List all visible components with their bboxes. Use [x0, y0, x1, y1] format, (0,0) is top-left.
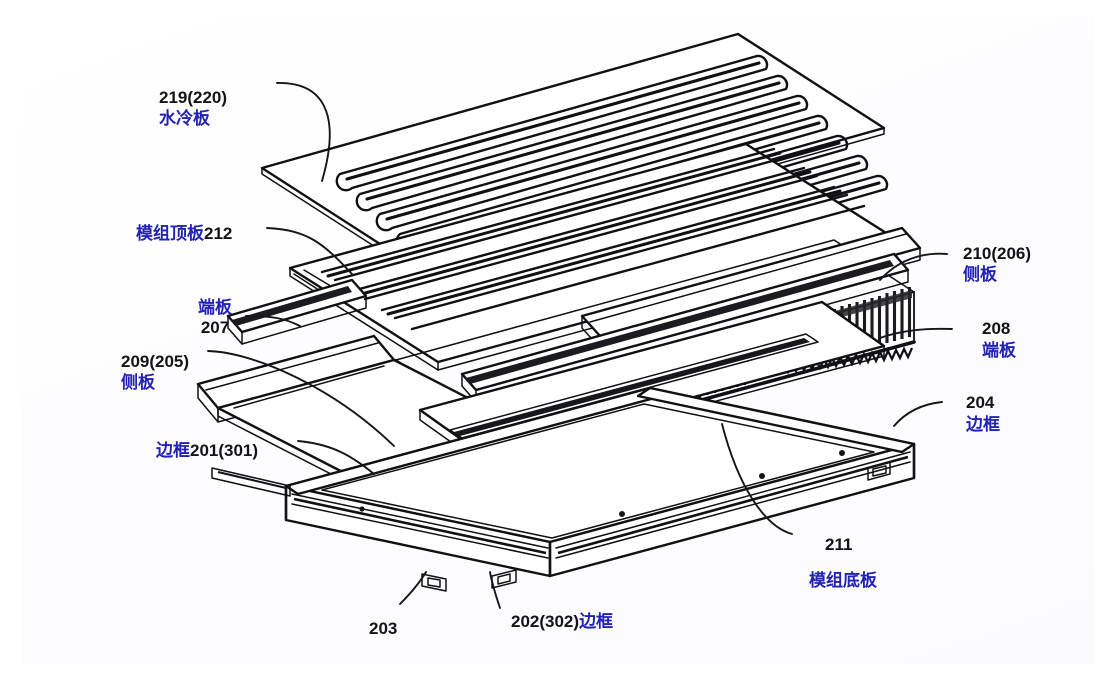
callout-chinese: 水冷板 [159, 109, 210, 130]
callout-number: 204 [966, 393, 995, 412]
callout-chinese: 端板 [198, 298, 232, 318]
callout-chinese: 端板 [982, 341, 1016, 362]
drawing-surface: .ln{fill:none;stroke:#111114;stroke-line… [22, 16, 1094, 664]
callout-chinese: 边框 [579, 612, 614, 632]
callout-frame-201: 边框201(301) [156, 441, 258, 461]
callout-side-plate-209: 209(205) 侧板 [121, 352, 189, 393]
leader-lines [207, 82, 953, 609]
callout-number: 203 [369, 619, 398, 638]
callout-side-plate-210: 210(206) 侧板 [963, 244, 1031, 285]
leader-209 [207, 350, 395, 447]
frame-tray-part [211, 386, 916, 592]
callout-module-top-plate: 模组顶板212 [136, 224, 232, 244]
callout-corner-203: 203 [369, 619, 397, 639]
callout-end-plate-208: 208 端板 [968, 319, 1016, 361]
callout-water-cooling-plate: 219(220) 水冷板 [159, 88, 227, 129]
callout-chinese: 边框 [156, 441, 190, 461]
callout-chinese: 侧板 [121, 373, 155, 394]
callout-number: 219(220) [159, 88, 228, 107]
callout-number: 209(205) [121, 352, 190, 371]
callout-end-plate-207: 端板 207 [198, 294, 232, 337]
module-top-plate-part [288, 142, 896, 371]
leader-210 [879, 252, 948, 281]
leader-202 [489, 571, 501, 609]
leader-204 [893, 401, 943, 427]
callout-chinese: 模组底板 [809, 571, 877, 592]
corner-bracket-203 [421, 573, 447, 592]
leader-203 [399, 571, 427, 605]
callout-number: 202(302) [511, 612, 580, 631]
exploded-view-drawing: .ln{fill:none;stroke:#111114;stroke-line… [196, 32, 953, 609]
callout-chinese: 模组顶板 [136, 224, 204, 244]
callout-chinese: 边框 [966, 415, 1000, 436]
corner-bracket-204 [867, 461, 891, 481]
leader-208 [879, 327, 953, 339]
leader-211 [721, 423, 793, 535]
callout-module-base-plate: 211 模组底板 [809, 535, 877, 591]
corner-bracket-202 [491, 569, 517, 589]
callout-chinese: 侧板 [963, 265, 997, 286]
callout-number: 210(206) [963, 244, 1032, 263]
callout-frame-202: 202(302)边框 [511, 612, 613, 632]
callout-number: 211 [825, 535, 853, 554]
module-base-plate-part [418, 300, 886, 465]
leader-219 [276, 82, 331, 182]
leader-207 [245, 315, 301, 327]
side-plate-210-part [580, 226, 922, 349]
leader-201 [297, 440, 375, 475]
callout-frame-204: 204 边框 [952, 393, 1000, 435]
callout-number: 208 [982, 319, 1011, 338]
callout-number: 207 [200, 318, 230, 338]
leader-212 [266, 227, 353, 275]
callout-number: 201(301) [190, 441, 259, 460]
callout-number: 212 [204, 224, 233, 243]
end-plate-208-part [460, 252, 910, 403]
